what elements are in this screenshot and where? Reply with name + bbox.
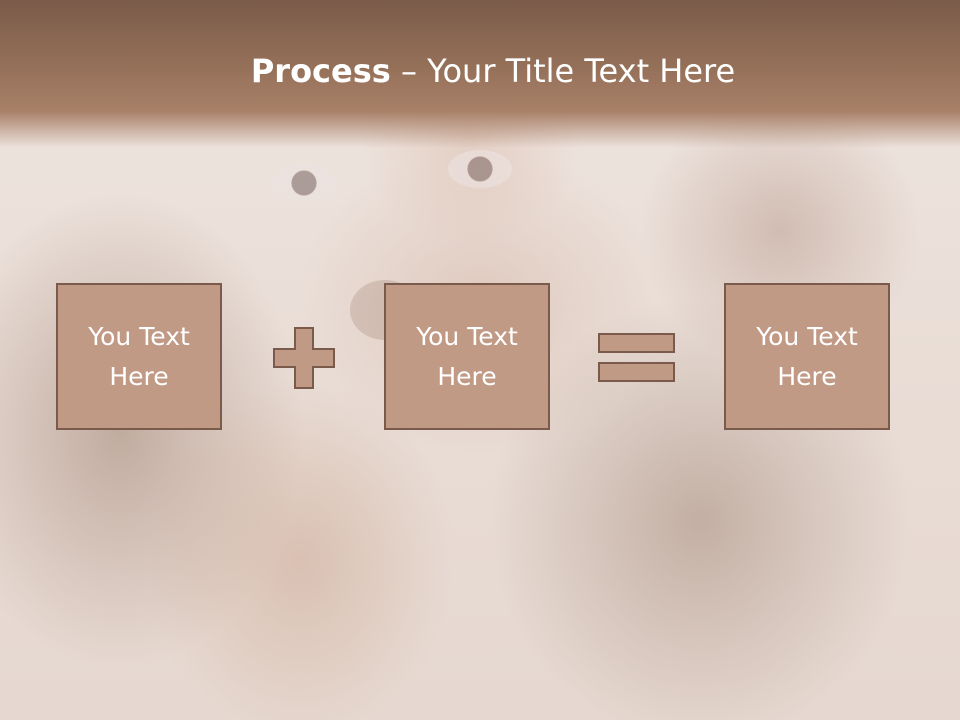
plus-icon: [273, 327, 335, 389]
process-box-3[interactable]: You Text Here: [724, 283, 890, 430]
process-box-2[interactable]: You Text Here: [384, 283, 550, 430]
equals-bar-top: [598, 333, 675, 353]
photo-eye-right: [448, 150, 512, 188]
title-strong: Process: [250, 52, 391, 90]
title-rest: – Your Title Text Here: [390, 52, 736, 90]
photo-eye-left: [272, 164, 336, 202]
process-box-3-text: You Text Here: [756, 321, 858, 391]
title-band: [0, 0, 960, 148]
slide-title: Process – Your Title Text Here: [0, 52, 960, 90]
process-box-2-text: You Text Here: [416, 321, 518, 391]
process-box-1[interactable]: You Text Here: [56, 283, 222, 430]
equals-bar-bottom: [598, 362, 675, 382]
process-box-1-text: You Text Here: [88, 321, 190, 391]
